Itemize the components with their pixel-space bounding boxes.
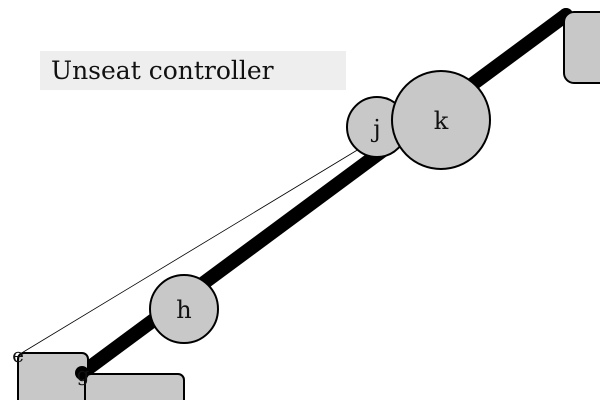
thin-link-line [19, 145, 365, 355]
title-bar: Unseat controller [40, 51, 346, 90]
node-e-label: e [12, 343, 24, 367]
block-bottom[interactable] [84, 373, 185, 400]
node-g-label: g [77, 362, 90, 386]
node-k-label: k [434, 107, 449, 135]
node-j-label: j [370, 115, 380, 143]
node-h-label: h [176, 296, 191, 324]
node-k[interactable]: k [391, 70, 491, 170]
bar-base-dot [75, 366, 89, 380]
node-h[interactable]: h [149, 274, 219, 344]
page-title: Unseat controller [51, 56, 274, 85]
block-top-right[interactable] [563, 11, 600, 84]
